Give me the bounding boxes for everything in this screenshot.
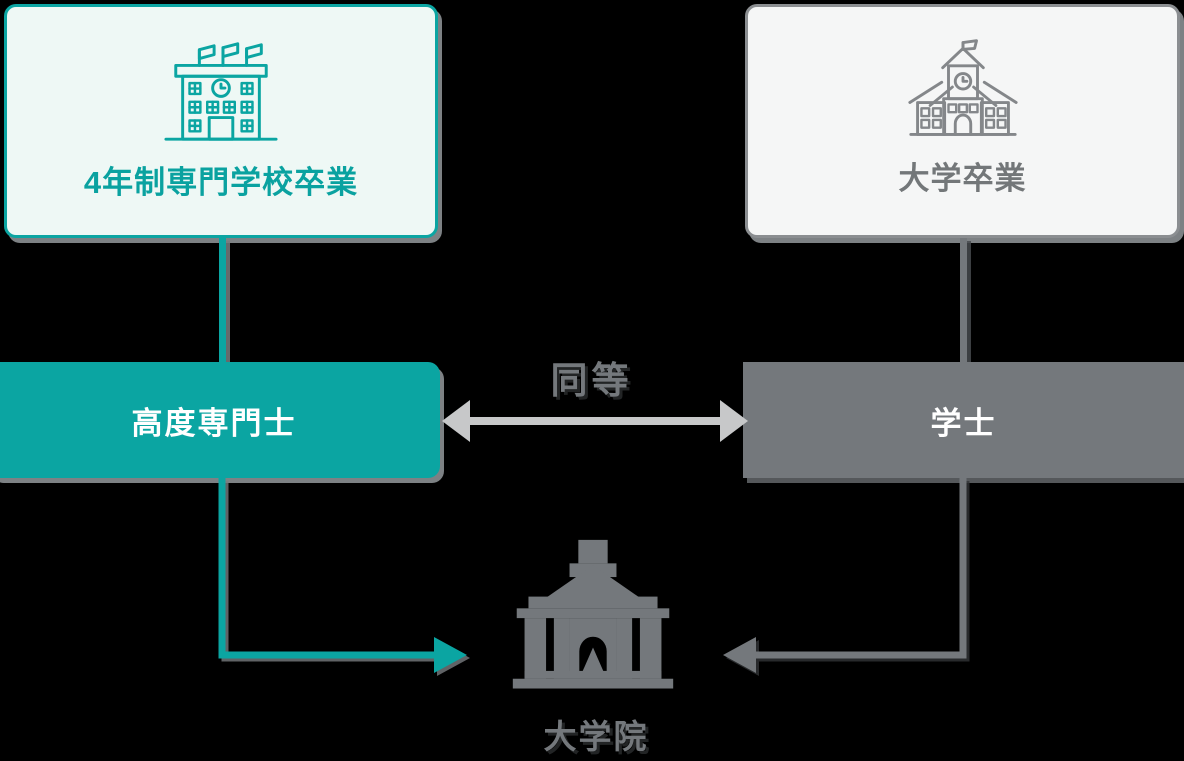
equivalence-double-arrow-icon [442, 400, 748, 442]
equivalence-label: 同等 [550, 360, 633, 401]
vocational-grad-box: 4年制専門学校卒業 [4, 4, 438, 238]
vocational-connector-line [219, 238, 226, 362]
bachelor-bar: 学士 [743, 362, 1184, 478]
university-grad-box: 大学卒業 [745, 4, 1180, 238]
university-building-icon [907, 39, 1018, 136]
graduate-school-label: 大学院 [543, 718, 649, 755]
bachelor-to-gradschool-arrow-icon [723, 478, 967, 673]
university-grad-label: 大学卒業 [898, 161, 1027, 196]
vocational-school-building-icon [164, 42, 278, 141]
advanced-diploma-bar: 高度専門士 [0, 362, 440, 478]
vocational-grad-label: 4年制専門学校卒業 [83, 165, 359, 200]
university-connector-line [960, 238, 967, 362]
advanced-diploma-label: 高度専門士 [131, 405, 297, 441]
graduate-school-building-icon [512, 539, 674, 689]
bachelor-label: 学士 [930, 405, 997, 441]
advanced-diploma-to-gradschool-arrow-icon [218, 478, 467, 673]
